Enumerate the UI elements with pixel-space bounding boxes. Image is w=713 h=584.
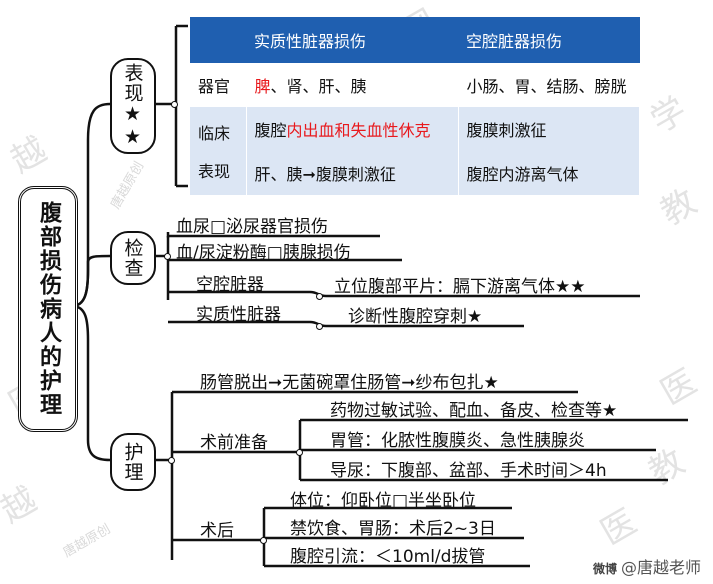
junction-dot xyxy=(164,253,171,260)
table-row: 器官 脾、肾、肝、胰 小肠、胃、结肠、膀胱 xyxy=(190,63,640,107)
weibo-logo-icon: 微博 xyxy=(592,562,617,576)
table-cell: 小肠、胃、结肠、膀胱 xyxy=(458,63,640,107)
category-examination: 检查 xyxy=(110,231,156,285)
care-preop-item: 导尿：下腹部、盆部、手术时间＞4h xyxy=(330,461,607,481)
category-nursing-label: 护理 xyxy=(121,442,144,482)
category-manifestation: 表现★★ xyxy=(110,58,156,154)
junction-dot xyxy=(260,537,267,544)
care-preop-item: 药物过敏试验、配血、备皮、检查等★ xyxy=(330,401,618,421)
care-preop-label: 术前准备 xyxy=(200,433,268,453)
category-nursing: 护理 xyxy=(110,433,156,491)
junction-dot xyxy=(168,457,175,464)
table-header-cell xyxy=(190,17,246,63)
care-postop-label: 术后 xyxy=(200,521,234,541)
table-cell: 腹腔内游离气体 xyxy=(458,151,640,195)
exam-item-hollow-label: 空腔脏器 xyxy=(196,275,264,295)
cell-text: 腹腔 xyxy=(254,121,287,140)
organ-injury-table: 实质性脏器损伤 空腔脏器损伤 器官 脾、肾、肝、胰 小肠、胃、结肠、膀胱 临床 … xyxy=(190,17,640,195)
table-cell: 临床 xyxy=(190,107,247,151)
care-postop-item: 体位：仰卧位□半坐卧位 xyxy=(290,491,477,511)
category-manifestation-label: 表现★★ xyxy=(121,63,144,149)
table-row: 表现 肝、胰➞腹膜刺激征 腹腔内游离气体 xyxy=(190,151,640,195)
table-header-cell: 实质性脏器损伤 xyxy=(246,17,458,63)
table-cell: 表现 xyxy=(190,151,247,195)
table-header-cell: 空腔脏器损伤 xyxy=(458,17,640,63)
table-cell: 腹腔内出血和失血性休克 xyxy=(246,107,459,151)
care-item-bowel-protrusion: 肠管脱出➞无菌碗罩住肠管➞纱布包扎★ xyxy=(200,373,499,393)
exam-item-solid-puncture: 诊断性腹腔穿刺★ xyxy=(348,307,483,327)
exam-item-hollow-xray: 立位腹部平片：膈下游离气体★★ xyxy=(334,277,586,297)
table-row: 临床 腹腔内出血和失血性休克 腹膜刺激征 xyxy=(190,107,640,151)
author-handle: @唐越老师 xyxy=(620,558,701,577)
junction-dot xyxy=(171,101,178,108)
care-postop-item: 腹腔引流：＜10ml/d拔管 xyxy=(290,547,486,567)
highlight-text: 内出血和失血性休克 xyxy=(286,121,431,140)
exam-item-solid-label: 实质性脏器 xyxy=(196,305,281,325)
junction-dot xyxy=(296,449,303,456)
junction-dot xyxy=(316,293,323,300)
table-cell: 肝、胰➞腹膜刺激征 xyxy=(246,151,459,195)
table-cell: 腹膜刺激征 xyxy=(458,107,640,151)
author-credit: 微博@唐越老师 xyxy=(593,554,701,578)
exam-item-hematuria: 血尿□泌尿器官损伤 xyxy=(176,217,329,237)
care-postop-item: 禁饮食、胃肠：术后2~3日 xyxy=(290,519,496,539)
root-topic-label: 腹部损伤病人的护理 xyxy=(36,201,61,417)
table-cell: 器官 xyxy=(190,63,247,107)
cell-text: 、肾、肝、胰 xyxy=(270,77,367,96)
category-examination-label: 检查 xyxy=(121,238,144,278)
exam-item-amylase: 血/尿淀粉酶□胰腺损伤 xyxy=(176,243,351,263)
table-cell: 脾、肾、肝、胰 xyxy=(246,63,459,107)
table-header-row: 实质性脏器损伤 空腔脏器损伤 xyxy=(190,17,640,63)
highlight-text: 脾 xyxy=(254,77,271,96)
root-topic: 腹部损伤病人的护理 xyxy=(18,186,78,432)
care-preop-item: 胃管：化脓性腹膜炎、急性胰腺炎 xyxy=(330,431,585,451)
junction-dot xyxy=(316,323,323,330)
